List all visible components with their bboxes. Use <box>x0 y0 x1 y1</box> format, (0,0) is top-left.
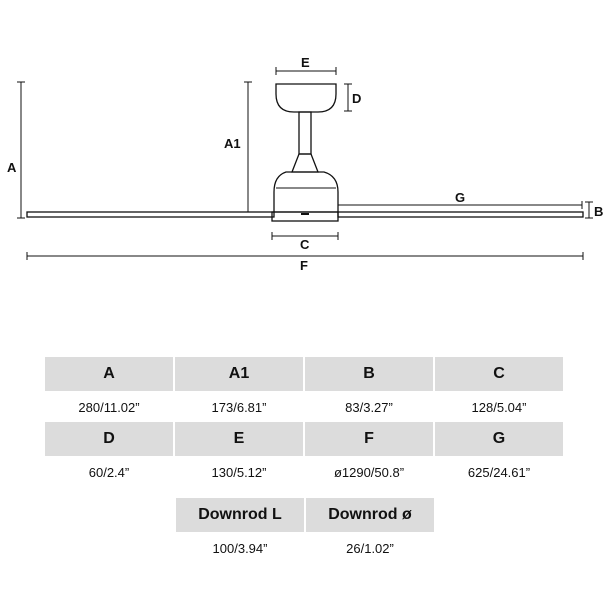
table-header-downrod-diameter: Downrod ø <box>306 498 434 532</box>
table-header-a1: A1 <box>175 357 303 391</box>
table-value-a: 280/11.02” <box>78 399 140 415</box>
dimension-a1-line <box>244 81 252 213</box>
table-header-d: D <box>45 422 173 456</box>
dimension-d-line <box>344 83 352 112</box>
label-b: B <box>594 204 603 219</box>
table-value-b: 83/3.27” <box>345 399 393 415</box>
table-header-c: C <box>435 357 563 391</box>
table-value-downrod-diameter: 26/1.02” <box>346 540 394 556</box>
fan-blade-right <box>337 211 584 218</box>
fan-canopy <box>275 83 337 113</box>
table-header-e: E <box>175 422 303 456</box>
label-g: G <box>455 190 465 205</box>
label-c: C <box>300 237 310 252</box>
fan-motor-collar <box>291 153 319 173</box>
table-value-e: 130/5.12” <box>211 464 267 480</box>
fan-motor-housing <box>273 171 339 213</box>
label-d: D <box>352 91 361 106</box>
table-header-downrod-length: Downrod L <box>176 498 304 532</box>
label-e: E <box>301 55 310 70</box>
table-value-a1: 173/6.81” <box>211 399 267 415</box>
ceiling-fan-dimension-diagram: A A1 E D G B C F <box>7 55 603 273</box>
fan-bottom-plate <box>271 211 339 222</box>
table-header-b: B <box>305 357 433 391</box>
table-header-f: F <box>305 422 433 456</box>
dimension-f-line <box>26 252 584 260</box>
dimension-e-line <box>275 67 337 75</box>
table-header-a: A <box>45 357 173 391</box>
label-a: A <box>7 160 17 175</box>
table-value-c: 128/5.04” <box>471 399 527 415</box>
fan-blade-left <box>26 211 275 218</box>
dimension-a-line <box>17 81 25 219</box>
table-value-d: 60/2.4” <box>88 464 130 480</box>
label-f: F <box>300 258 308 273</box>
table-value-f: ø1290/50.8” <box>333 464 405 480</box>
fan-drawing <box>26 83 584 222</box>
table-header-g: G <box>435 422 563 456</box>
dimension-c-line <box>271 232 339 240</box>
label-a1: A1 <box>224 136 241 151</box>
table-value-g: 625/24.61” <box>467 464 531 480</box>
fan-downrod <box>298 111 312 155</box>
dimension-b-line <box>585 201 593 219</box>
table-value-downrod-length: 100/3.94” <box>212 540 268 556</box>
